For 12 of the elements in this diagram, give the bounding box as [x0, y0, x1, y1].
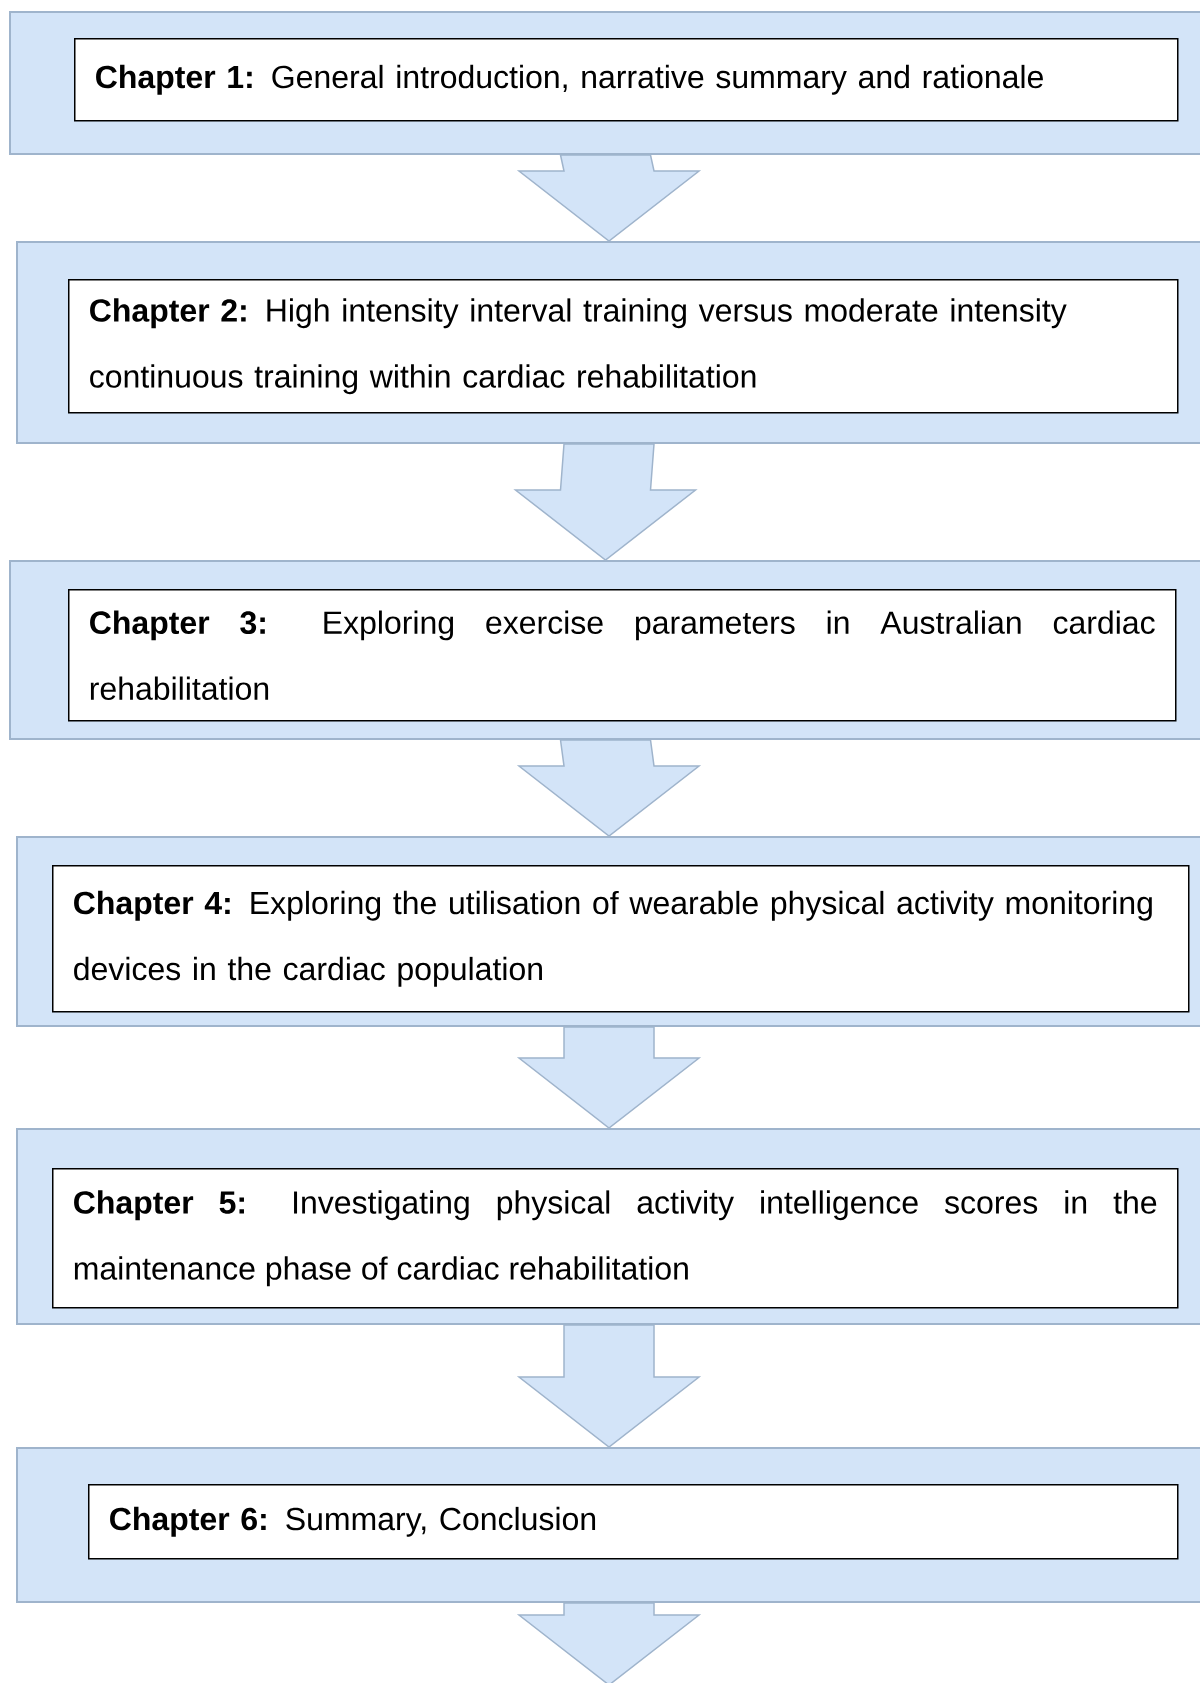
- chapter-box: Chapter 3: Exploring exercise parameters in Australian cardiac rehabilitation: [68, 589, 1177, 722]
- block-arrow: [516, 1324, 702, 1448]
- chapter-box: Chapter 1: General introduction, narrative summary and rationale: [74, 38, 1179, 122]
- block-arrow: [516, 1602, 702, 1683]
- block-arrow: [516, 739, 702, 837]
- chapter-box: Chapter 4: Exploring the utilisation of wearable physical activity monitoring devices in the cardiac population: [52, 865, 1190, 1013]
- chapter-box: Chapter 5: Investigating physical activity intelligence scores in the maintenance phase of cardiac rehabilitation: [52, 1168, 1179, 1309]
- block-arrow: [516, 1026, 702, 1129]
- block-arrow: [513, 443, 698, 561]
- block-arrow: [516, 154, 702, 242]
- chapter-box: Chapter 6: Summary, Conclusion: [88, 1484, 1179, 1560]
- chapter-box: Chapter 2: High intensity interval training versus moderate intensity continuous training within cardiac rehabilitation: [68, 279, 1179, 414]
